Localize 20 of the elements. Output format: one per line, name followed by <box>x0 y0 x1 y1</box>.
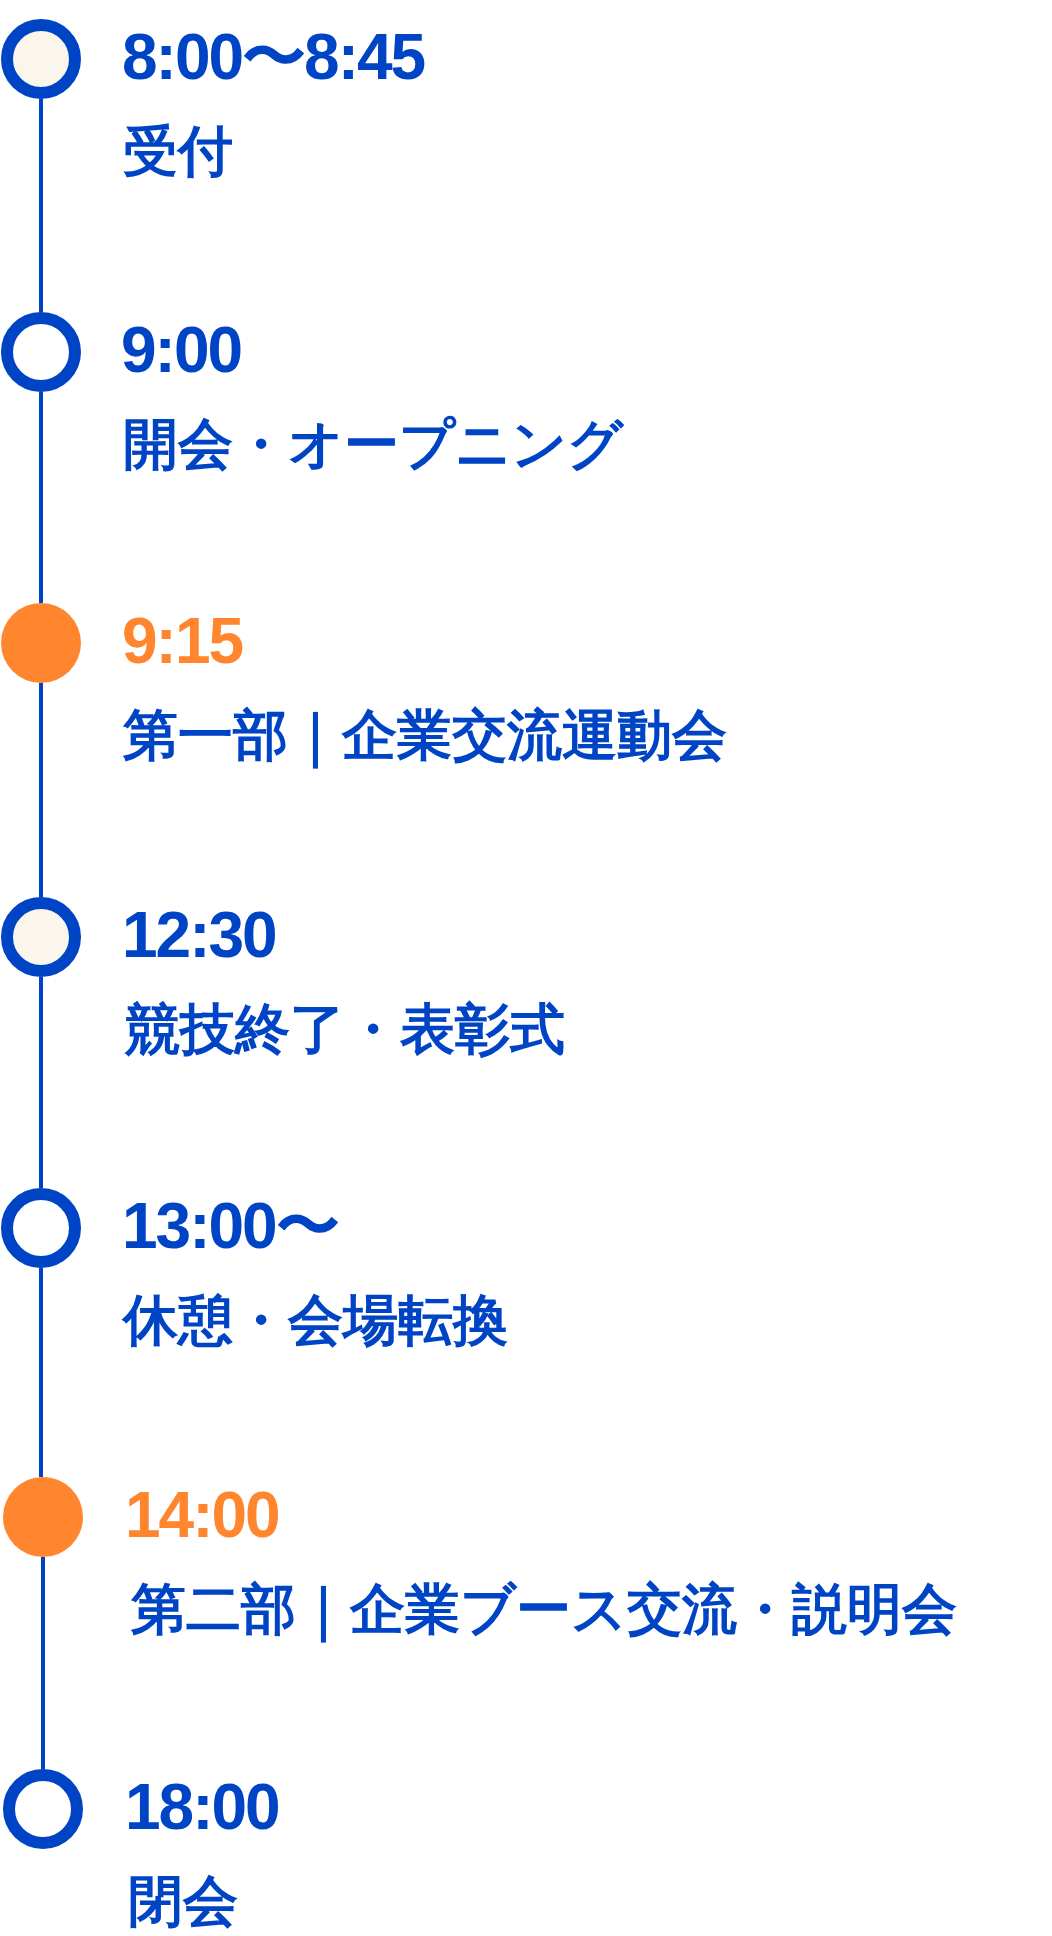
time-label: 14:00 <box>125 1483 279 1547</box>
event-label: 閉会 <box>128 1869 238 1934</box>
time-label: 9:00 <box>121 318 242 382</box>
timeline-line <box>41 1557 45 1769</box>
event-label: 第二部｜企業ブース交流・説明会 <box>131 1573 957 1645</box>
event-label: 第一部｜企業交流運動会 <box>123 699 727 771</box>
event-label: 開会・オープニング <box>123 412 623 477</box>
time-label: 8:00〜8:45 <box>122 25 425 89</box>
timeline-line <box>39 977 43 1188</box>
timeline-line <box>39 1268 43 1477</box>
timeline-line <box>39 392 43 603</box>
time-label: 13:00〜 <box>122 1194 338 1258</box>
event-label: 休憩・会場転換 <box>123 1288 508 1353</box>
timeline-line <box>39 683 43 897</box>
time-label: 9:15 <box>122 609 243 673</box>
event-label: 競技終了・表彰式 <box>125 997 565 1062</box>
event-label: 受付 <box>123 119 233 184</box>
time-label: 12:30 <box>122 903 276 967</box>
timeline-line <box>39 99 43 312</box>
time-label: 18:00 <box>125 1775 279 1839</box>
